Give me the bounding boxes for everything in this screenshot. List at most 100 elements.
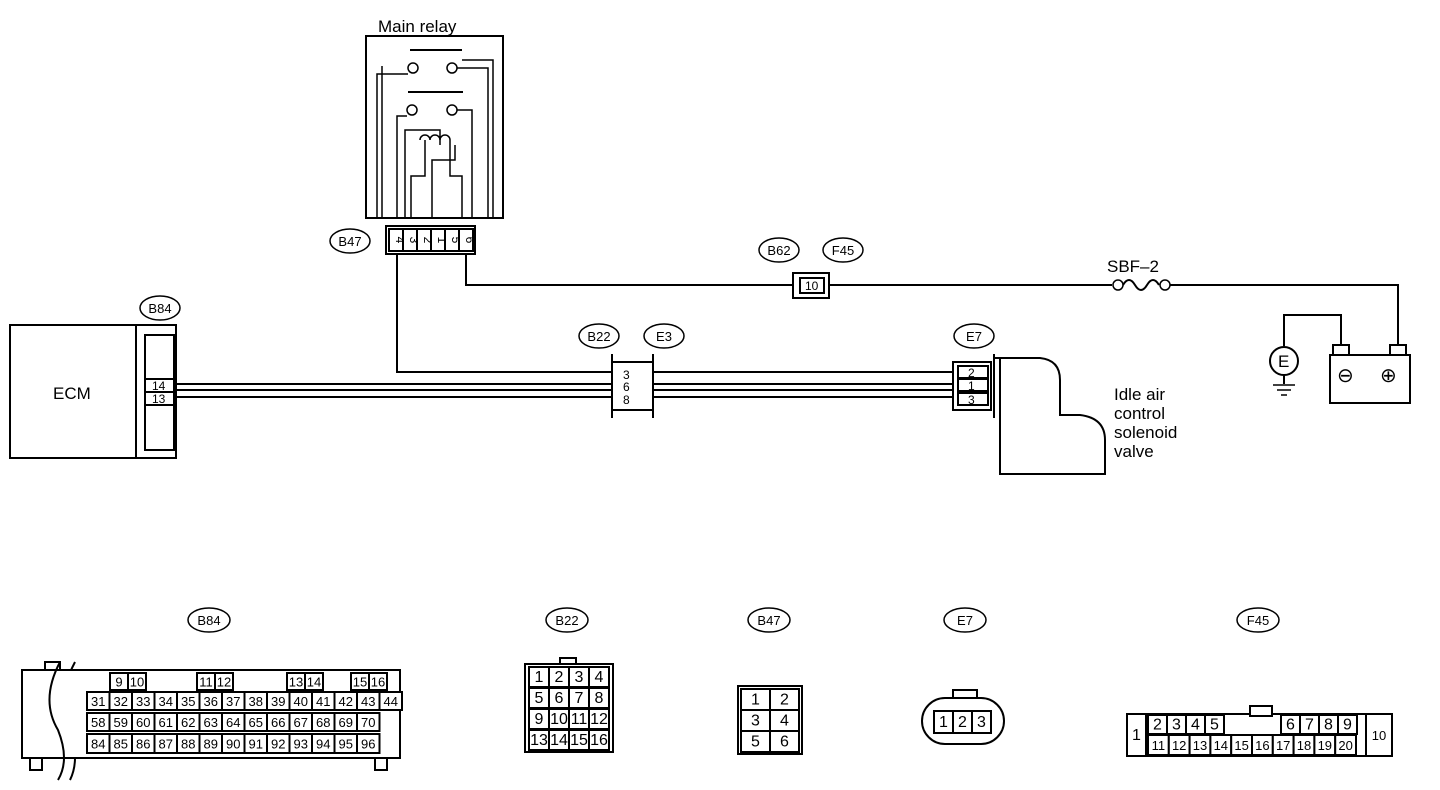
wire-relay-4-to-iacv-2	[396, 254, 953, 373]
b84-pin-67: 67	[294, 715, 308, 730]
main-relay-label: Main relay	[378, 17, 457, 36]
b84-pin-65: 65	[249, 715, 263, 730]
b84-pin-16-box	[368, 672, 388, 691]
tag-e3: E3	[643, 323, 685, 349]
f45-pin-10: 10	[1372, 728, 1386, 743]
battery-terminal-plus	[1389, 344, 1407, 356]
b22-pin-1: 1	[535, 669, 544, 686]
junction-pin-10: 10	[805, 279, 819, 293]
tag-b22-top: B22	[578, 323, 620, 349]
iacv-pin-2: 2	[968, 366, 975, 380]
f45-pin-11: 11	[1152, 738, 1166, 753]
b84-pin-42: 42	[339, 694, 353, 709]
b84-pin-59: 59	[114, 715, 128, 730]
tag-b47-top-text: B47	[338, 234, 361, 249]
b84-pin-39: 39	[271, 694, 285, 709]
b84-pin-15: 15	[353, 675, 367, 690]
b84-pin-89: 89	[204, 737, 218, 752]
f45-pin-9: 9	[1343, 717, 1352, 734]
f45-pin-3: 3	[1172, 717, 1181, 734]
tag-b84-bot-text: B84	[197, 613, 220, 628]
relay-wire-4	[404, 129, 441, 218]
f45-pin-15: 15	[1234, 738, 1248, 753]
b84-pin-62: 62	[181, 715, 195, 730]
f45-pin-16: 16	[1255, 738, 1269, 753]
b84-pin-92: 92	[271, 737, 285, 752]
b22-pin-10: 10	[550, 711, 568, 728]
joint-b22-e3-box	[611, 361, 654, 411]
b84-pin-14-box	[304, 672, 324, 691]
f45-pin-20-box	[1334, 734, 1357, 756]
b84-foot-left	[29, 757, 43, 771]
tag-b22-bot: B22	[545, 607, 589, 633]
relay-contact-upper-left	[407, 62, 419, 74]
relay-wire-1	[376, 66, 408, 218]
b84-pin-36: 36	[204, 694, 218, 709]
idle-air-control-valve: 2 1 3 Idle air control solenoid valve	[952, 354, 1177, 475]
fuse-right-terminal	[1159, 279, 1171, 291]
relay-pin: 1	[435, 237, 449, 244]
b84-pin-33: 33	[136, 694, 150, 709]
b47-pin-4: 4	[780, 713, 789, 730]
relay-wire-3	[396, 109, 473, 218]
tag-b62: B62	[758, 237, 800, 263]
f45-pin-8: 8	[1324, 717, 1333, 734]
b47-pin-6-box	[769, 730, 800, 753]
tag-e3-text: E3	[656, 329, 672, 344]
b47-pin-6: 6	[780, 734, 789, 751]
f45-pin-1: 1	[1132, 727, 1141, 744]
b84-pin-96-box	[356, 733, 381, 754]
b84-pin-64: 64	[226, 715, 240, 730]
b84-foot-right	[374, 757, 388, 771]
f45-pin-14: 14	[1214, 738, 1228, 753]
f45-pin-17: 17	[1276, 738, 1290, 753]
b47-pin-2: 2	[780, 692, 789, 709]
iacv-pin-1: 1	[968, 379, 975, 393]
tag-b22-top-text: B22	[587, 329, 610, 344]
b84-pin-86: 86	[136, 737, 150, 752]
f45-pin-5: 5	[1210, 717, 1219, 734]
b84-pin-69: 69	[339, 715, 353, 730]
relay-pin: 2	[421, 237, 435, 244]
b22-pin-6: 6	[555, 690, 564, 707]
battery-body	[1329, 354, 1411, 404]
e7-pin-3: 3	[977, 714, 986, 731]
relay-coil	[419, 134, 451, 141]
joint-pin-8: 8	[623, 393, 630, 407]
b84-pin-66: 66	[271, 715, 285, 730]
battery-minus-icon: ⊖	[1337, 365, 1354, 387]
b22-pin-12: 12	[590, 711, 608, 728]
relay-pin: 5	[449, 237, 463, 244]
b84-pin-31: 31	[91, 694, 105, 709]
f45-pin-12: 12	[1172, 738, 1186, 753]
tag-f45-bot-text: F45	[1247, 613, 1269, 628]
ecm-pin-14: 14	[152, 379, 166, 393]
b84-pin-68: 68	[316, 715, 330, 730]
b84-pin-12-box	[214, 672, 234, 691]
b47-pin-1: 1	[751, 692, 760, 709]
b84-pin-58: 58	[91, 715, 105, 730]
relay-body	[365, 35, 504, 219]
iacv-label-line-3: solenoid	[1114, 423, 1177, 442]
tag-b84-top-text: B84	[148, 301, 171, 316]
wires	[176, 254, 1399, 398]
battery-terminal-minus	[1332, 344, 1350, 356]
connector-tags: B84 B47 B62 F45 B22 E3 E7 B84	[139, 228, 1280, 633]
b84-pin-90: 90	[226, 737, 240, 752]
b22-pin-4: 4	[595, 669, 604, 686]
b84-pin-14: 14	[307, 675, 321, 690]
ground: E	[1269, 314, 1342, 396]
tag-e7-top: E7	[953, 323, 995, 349]
f45-pin-20: 20	[1338, 738, 1352, 753]
iacv-pin-1-box	[957, 378, 989, 392]
b84-pin-93: 93	[294, 737, 308, 752]
battery-plus-icon: ⊕	[1380, 365, 1397, 387]
f45-pin-6: 6	[1286, 717, 1295, 734]
iacv-pin-3-box	[957, 392, 989, 406]
b84-pin-9: 9	[115, 675, 122, 690]
b84-pin-10-box	[127, 672, 147, 691]
